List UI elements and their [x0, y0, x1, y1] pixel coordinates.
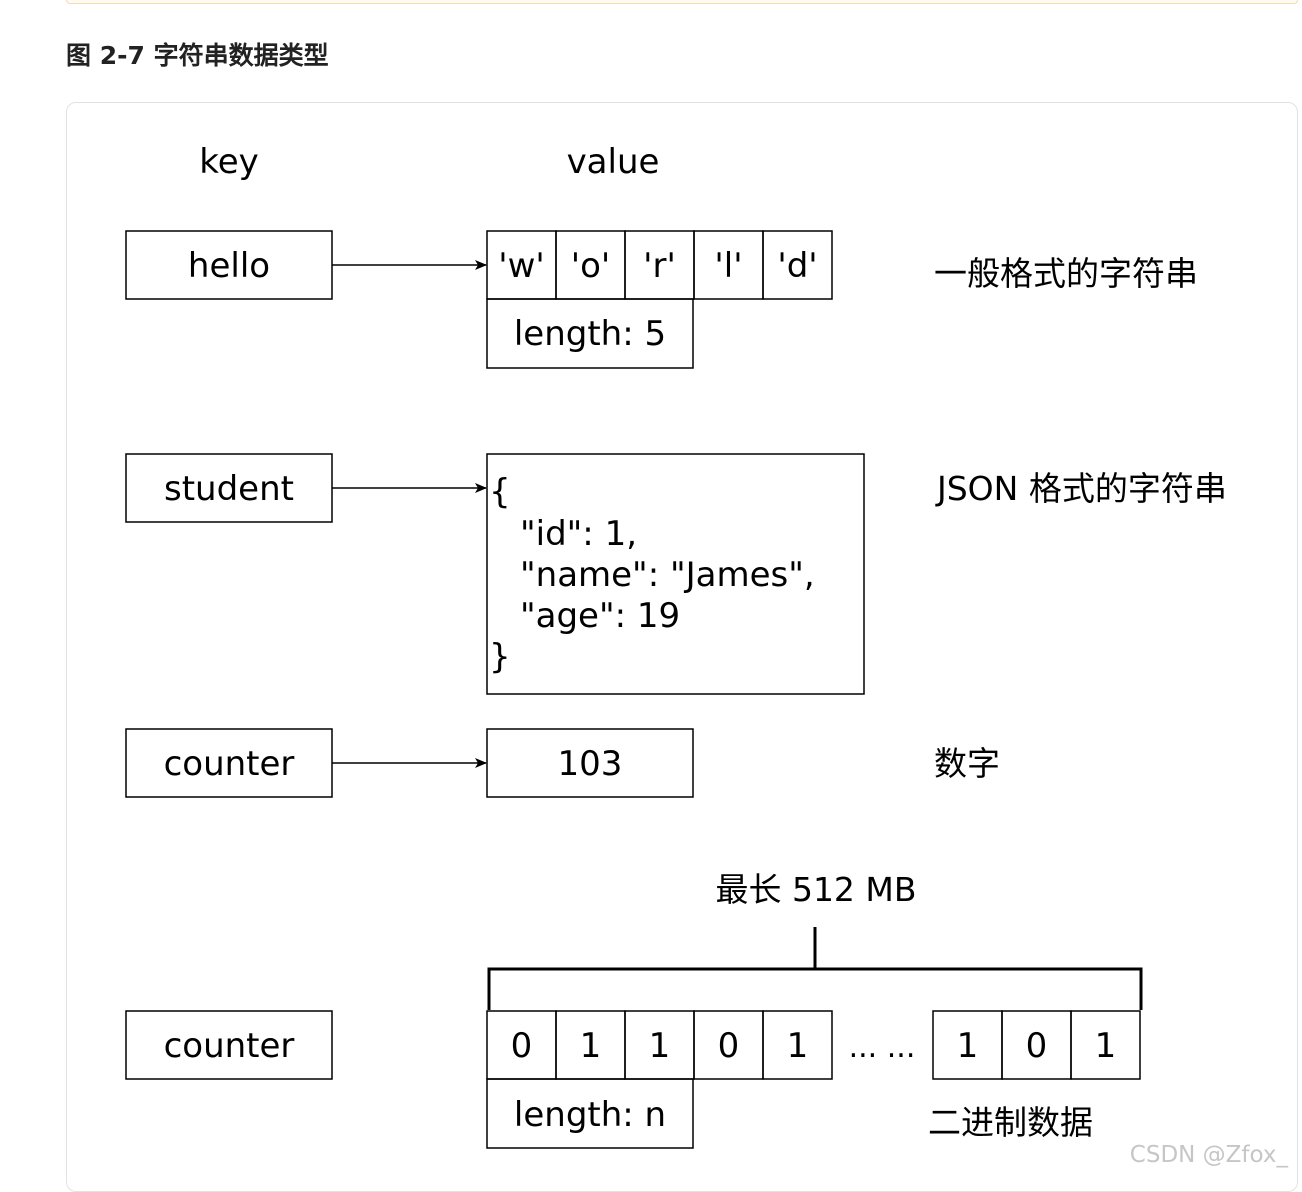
bit-text: 0	[718, 1026, 740, 1066]
desc-general-string: 一般格式的字符串	[934, 254, 1198, 293]
char-text: 'd'	[777, 246, 817, 286]
json-line-id: "id": 1,	[520, 514, 637, 554]
bit-text: 1	[649, 1026, 671, 1066]
char-cells: 'w' 'o' 'r' 'l' 'd'	[486, 230, 833, 300]
max-size-bracket	[487, 927, 1143, 1010]
bit-text: 1	[580, 1026, 602, 1066]
key-text-student: student	[164, 469, 294, 509]
length-box-5	[486, 298, 694, 369]
desc-number: 数字	[934, 744, 1000, 783]
key-header: key	[199, 142, 259, 182]
key-text-counter: counter	[164, 744, 295, 784]
bit-text: 1	[957, 1026, 979, 1066]
bits-ellipsis: ... ...	[849, 1030, 916, 1065]
bit-cell	[762, 1010, 833, 1080]
length-label-5: length: 5	[514, 314, 666, 354]
char-text: 'w'	[498, 246, 545, 286]
watermark: CSDN @Zfox_	[1129, 1142, 1288, 1168]
desc-binary: 二进制数据	[928, 1103, 1093, 1142]
json-line-open: {	[489, 472, 511, 512]
key-text-hello: hello	[188, 246, 270, 286]
key-box-counter-binary	[125, 1010, 333, 1080]
bit-text: 0	[511, 1026, 533, 1066]
key-text-counter-binary: counter	[164, 1026, 295, 1066]
json-line-age: "age": 19	[520, 596, 680, 636]
json-box	[486, 453, 865, 695]
number-value-box	[486, 728, 694, 798]
desc-json-string: JSON 格式的字符串	[935, 469, 1227, 508]
json-line-close: }	[489, 637, 511, 677]
bit-cell	[1070, 1010, 1141, 1080]
bit-text: 0	[1026, 1026, 1048, 1066]
max-size-label: 最长 512 MB	[715, 870, 916, 909]
length-label-n: length: n	[514, 1095, 666, 1135]
bit-cells-right: 1 0 1	[932, 1010, 1141, 1080]
number-value-text: 103	[558, 744, 623, 784]
bit-cells-left: 0 1 1 0 1	[486, 1010, 833, 1080]
value-header: value	[567, 142, 660, 182]
char-text: 'l'	[714, 246, 742, 286]
char-text: 'r'	[643, 246, 676, 286]
char-text: 'o'	[571, 246, 611, 286]
length-box-n	[486, 1078, 694, 1149]
bit-text: 1	[1095, 1026, 1117, 1066]
bit-text: 1	[787, 1026, 809, 1066]
json-line-name: "name": "James",	[520, 555, 815, 595]
char-cell	[762, 230, 833, 300]
figure-caption: 图 2-7 字符串数据类型	[66, 41, 329, 70]
